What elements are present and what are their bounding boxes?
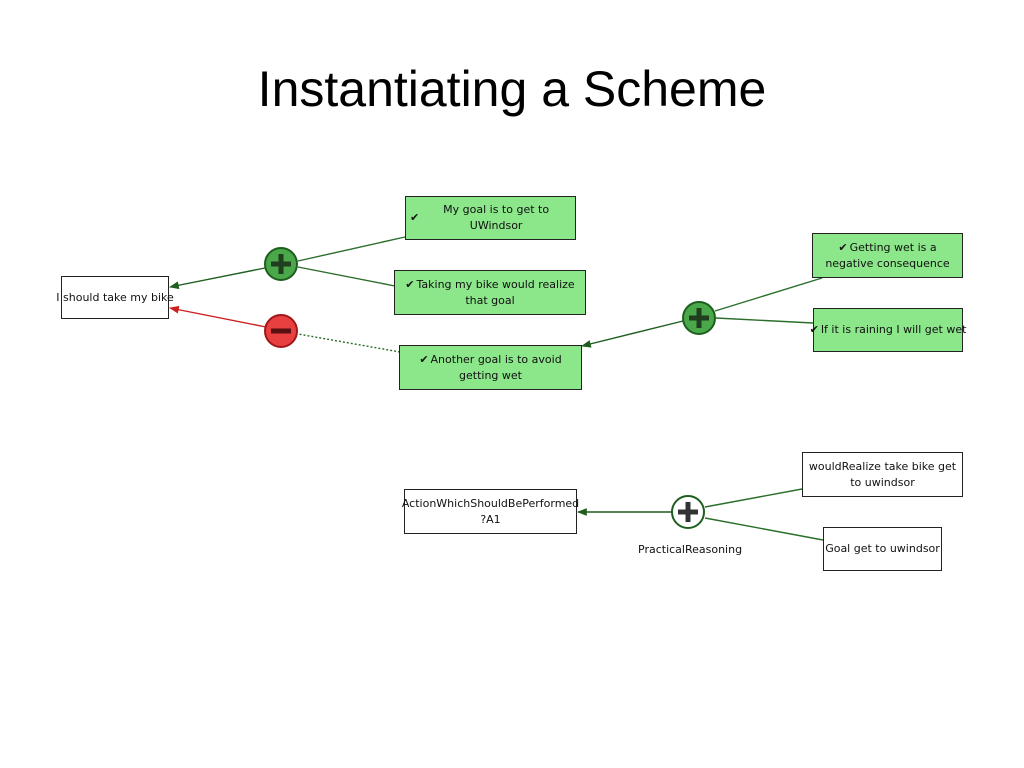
edge-countergoal-to-attack [297, 333, 401, 353]
plus-circle-icon[interactable] [264, 247, 298, 281]
checkmark-icon: ✔ [405, 277, 415, 291]
slide-title: Instantiating a Scheme [257, 61, 767, 117]
edge-goaluw-to-scheme [704, 517, 824, 541]
minus-circle-icon[interactable] [264, 314, 298, 348]
premise-wouldrealize-node[interactable]: wouldRealize take bike get to uwindsor [802, 452, 963, 497]
premise-wouldrealize-text: wouldRealize take bike get to uwindsor [808, 459, 957, 489]
premise-goal-uwindsor-node[interactable]: Goal get to uwindsor [823, 527, 942, 571]
counter-goal-node[interactable]: ✔Another goal is to avoid getting wet [399, 345, 582, 390]
premise-realize-node[interactable]: ✔Taking my bike would realize that goal [394, 270, 586, 315]
premise-goal-text: My goal is to get to UWindsor [443, 203, 550, 232]
plus-circle-icon[interactable] [671, 495, 705, 529]
edge-goal-to-support [297, 236, 406, 262]
edge-realize-to-support [297, 266, 396, 287]
premise-goal-uwindsor-text: Goal get to uwindsor [825, 542, 940, 555]
edge-wetneg-to-support2 [714, 277, 823, 312]
checkmark-icon: ✔ [838, 240, 848, 254]
plus-circle-icon[interactable] [682, 301, 716, 335]
counter-goal-text: Another goal is to avoid getting wet [430, 352, 562, 382]
wet-negative-node[interactable]: ✔Getting wet is a negative consequence [812, 233, 963, 278]
edge-wouldrealize-to-scheme [704, 488, 803, 508]
raining-wet-node[interactable]: ✔If it is raining I will get wet [809, 308, 966, 352]
checkmark-icon: ✔ [410, 211, 420, 224]
wet-negative-text: Getting wet is a negative consequence [825, 240, 950, 270]
edge-support2-to-countergoal [581, 320, 684, 348]
checkmark-icon: ✔ [809, 323, 819, 336]
edge-attack-to-claim [169, 305, 267, 328]
raining-wet-text: If it is raining I will get wet [820, 323, 967, 336]
premise-goal-node[interactable]: ✔ My goal is to get to UWindsor [405, 196, 576, 240]
edge-raining-to-support2 [715, 317, 814, 324]
premise-realize-text: Taking my bike would realize that goal [416, 277, 575, 307]
scheme-label: PracticalReasoning [638, 543, 743, 556]
claim-text: I should take my bike [56, 290, 174, 304]
checkmark-icon: ✔ [419, 352, 429, 366]
claim-node[interactable]: I should take my bike [56, 276, 174, 319]
conclusion-text: ActionWhichShouldBePerformed ?A1 [401, 496, 580, 526]
edge-support-to-claim [169, 267, 266, 290]
conclusion-node[interactable]: ActionWhichShouldBePerformed ?A1 [401, 489, 580, 534]
